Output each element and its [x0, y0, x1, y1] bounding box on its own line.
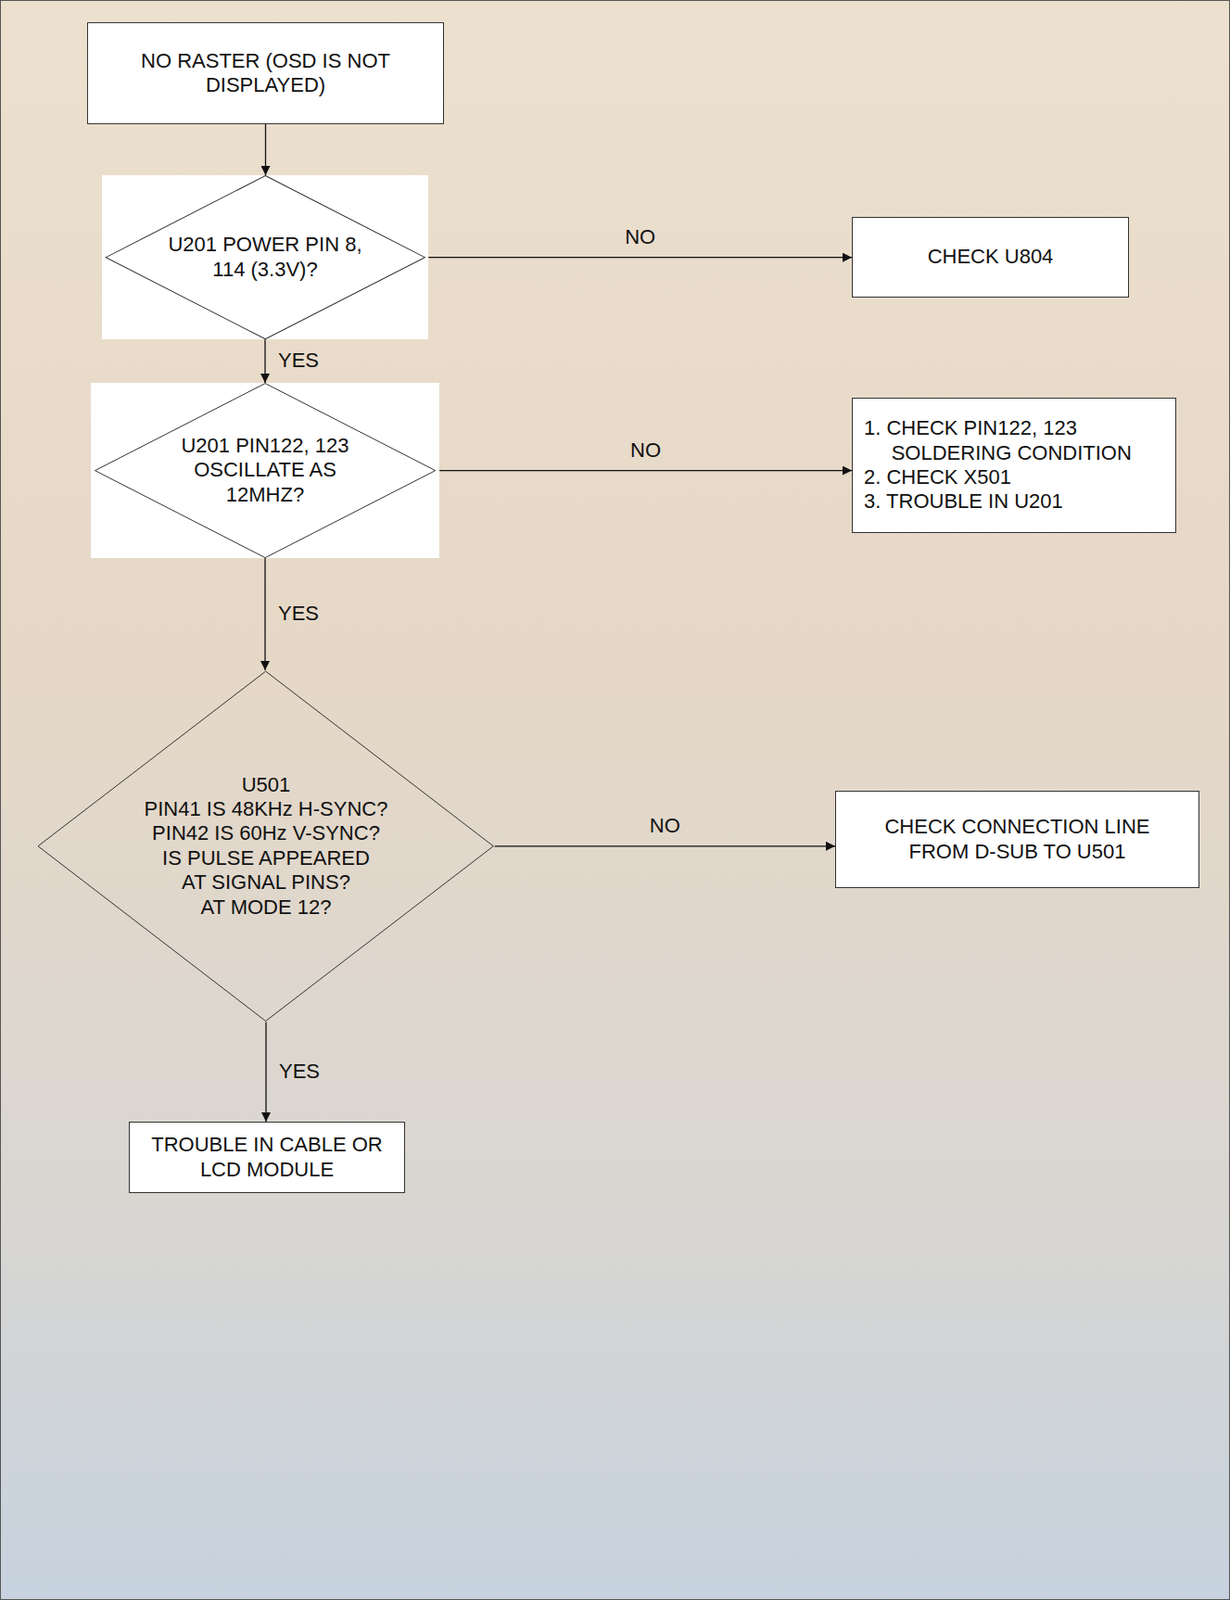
action-list-box: 1. CHECK PIN122, 123 SOLDERING CONDITION… [851, 397, 1177, 533]
action-box: CHECK CONNECTION LINE FROM D-SUB TO U501 [835, 790, 1200, 888]
decision-diamond: U501PIN41 IS 48KHz H-SYNC?PIN42 IS 60Hz … [37, 670, 495, 1023]
node-text: 2. CHECK X501 [863, 465, 1012, 490]
edge-label: NO [624, 225, 656, 250]
flow-arrow [439, 469, 852, 471]
node-text: 1. CHECK PIN122, 123 SOLDERING CONDITION [863, 416, 1165, 466]
node-text: 3. TROUBLE IN U201 [863, 489, 1064, 514]
flow-arrow [264, 557, 266, 671]
edge-label: NO [630, 438, 661, 463]
flow-arrow [264, 339, 266, 383]
node-text: U501 [241, 773, 292, 798]
node-text: NO RASTER (OSD IS NOT DISPLAYED) [108, 49, 424, 99]
flow-arrow [265, 124, 267, 176]
flow-arrow [428, 256, 852, 258]
node-text: PIN42 IS 60Hz V-SYNC? [152, 821, 381, 846]
action-box: CHECK U804 [851, 216, 1129, 298]
node-text: TROUBLE IN CABLE OR LCD MODULE [151, 1132, 383, 1182]
result-box: TROUBLE IN CABLE OR LCD MODULE [128, 1121, 406, 1193]
node-text: CHECK CONNECTION LINE FROM D-SUB TO U501 [860, 814, 1176, 864]
flow-arrow [265, 1022, 267, 1122]
edge-label: YES [278, 601, 319, 626]
decision-diamond: U201 POWER PIN 8, 114 (3.3V)? [101, 175, 430, 340]
edge-label: NO [649, 813, 681, 838]
decision-diamond: U201 PIN122, 123 OSCILLATE AS 12MHZ? [90, 382, 440, 558]
start-box: NO RASTER (OSD IS NOT DISPLAYED) [87, 22, 444, 125]
node-text: PIN41 IS 48KHz H-SYNC? [144, 797, 389, 822]
edge-label: YES [278, 348, 319, 373]
node-text: CHECK U804 [927, 244, 1054, 269]
node-text: IS PULSE APPEARED AT SIGNAL PINS? [156, 846, 375, 896]
flow-arrow [494, 845, 836, 847]
node-text: U201 POWER PIN 8, 114 (3.3V)? [158, 232, 372, 282]
node-text: AT MODE 12? [200, 895, 331, 920]
edge-label: YES [278, 1059, 320, 1084]
node-text: U201 PIN122, 123 OSCILLATE AS 12MHZ? [172, 433, 358, 508]
